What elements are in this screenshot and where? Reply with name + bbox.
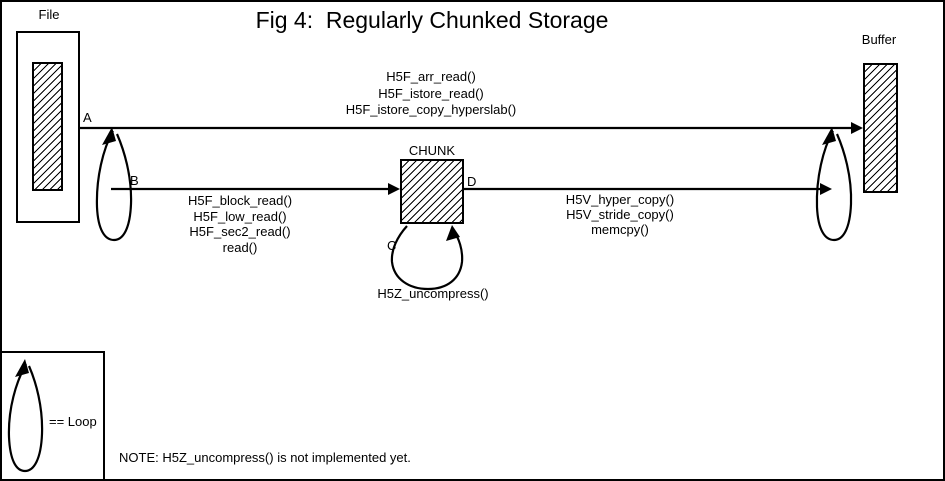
path-a-label: A (83, 110, 92, 125)
loop-c-arrowhead-icon (446, 225, 460, 241)
path-d-label: D (467, 174, 477, 189)
buffer-box (863, 63, 898, 193)
loop-right-arrowhead-icon (822, 127, 836, 145)
chunk-label: CHUNK (408, 143, 456, 158)
path-a-functions: H5F_arr_read() H5F_istore_read() H5F_ist… (346, 69, 517, 119)
loop-left-arrowhead-icon (102, 127, 116, 145)
path-b-label: B (130, 173, 139, 188)
function-name: H5F_istore_read() (378, 85, 484, 101)
loop-left-icon (95, 130, 133, 242)
arrow-a-arrowhead-icon (851, 122, 863, 134)
function-name: H5F_sec2_read() (189, 224, 291, 240)
function-name: H5F_low_read() (193, 208, 287, 224)
file-hatched-region (32, 62, 63, 191)
path-d-functions: H5V_hyper_copy() H5V_stride_copy() memcp… (566, 192, 674, 237)
function-name: memcpy() (591, 222, 649, 237)
function-name: H5V_stride_copy() (566, 207, 674, 222)
legend-loop-icon (7, 363, 44, 473)
arrow-b-arrowhead-icon (388, 183, 400, 195)
function-name: read() (222, 240, 258, 256)
legend-loop-arrowhead-icon (15, 359, 29, 377)
diagram-title: Fig 4: Regularly Chunked Storage (255, 7, 609, 33)
function-name: H5F_arr_read() (386, 69, 476, 84)
path-c-functions: H5Z_uncompress() (377, 286, 488, 301)
loop-c-icon (390, 225, 464, 291)
function-name: H5F_block_read() (187, 193, 293, 208)
chunk-box (400, 159, 464, 224)
implementation-note: NOTE: H5Z_uncompress() is not implemente… (119, 450, 411, 465)
loop-right-icon (815, 130, 853, 242)
function-name: H5Z_uncompress() (377, 286, 489, 301)
buffer-label: Buffer (861, 32, 897, 47)
path-b-functions: H5F_block_read() H5F_low_read() H5F_sec2… (188, 193, 292, 256)
legend-label: == Loop (49, 414, 97, 429)
arrow-d-arrowhead-icon (820, 183, 832, 195)
function-name: H5V_hyper_copy() (565, 192, 675, 207)
file-label: File (38, 7, 60, 22)
function-name: H5F_istore_copy_hyperslab() (345, 102, 517, 117)
path-c-label: C (387, 238, 397, 253)
